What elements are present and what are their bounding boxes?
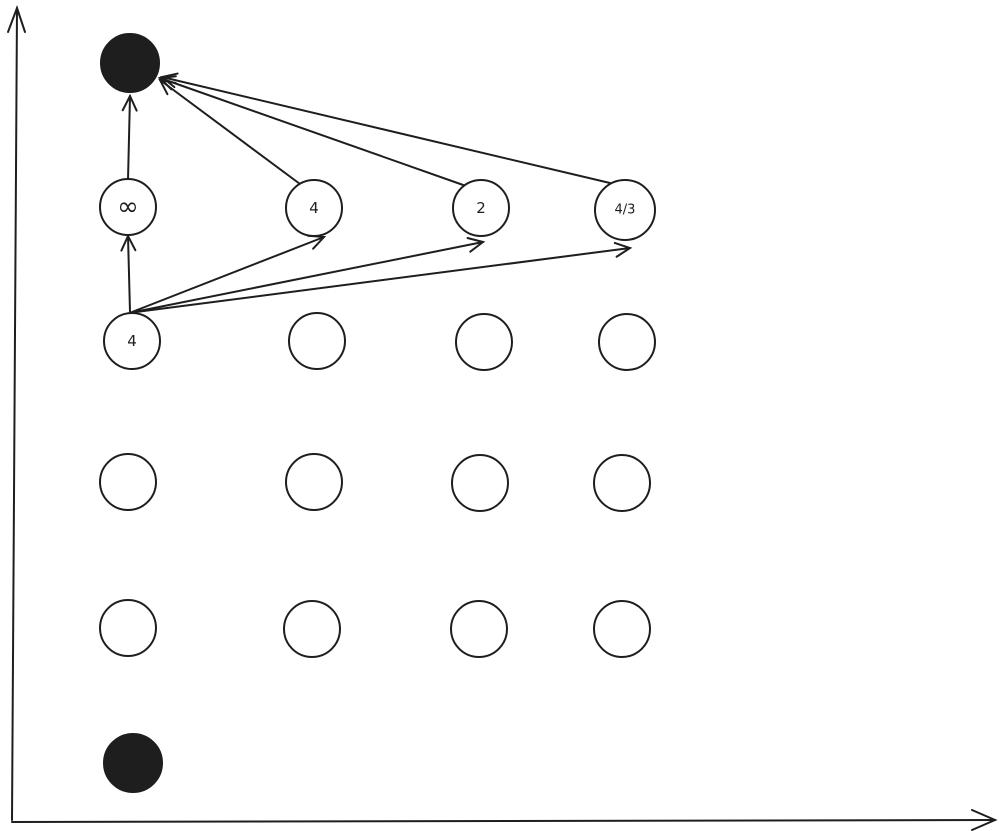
- node-circle: [103, 312, 161, 370]
- node-circle: [598, 313, 656, 371]
- edge-line: [133, 241, 484, 313]
- node-circle: [455, 313, 513, 371]
- node-r2-c0: [99, 453, 157, 511]
- node-r1-c2: [455, 313, 513, 371]
- edge-row0-col3-to-top: [159, 72, 611, 184]
- node-r0-c2: 2: [452, 179, 510, 237]
- node-circle: [451, 454, 509, 512]
- node-r0-c0: ∞: [99, 178, 157, 236]
- node-r3-c3: [593, 600, 651, 658]
- edge-row1-col0-to-row0-col3: [135, 241, 633, 313]
- node-r1-c3: [598, 313, 656, 371]
- edge-row0-col0-to-top: [121, 93, 138, 181]
- arrowhead-icon: [466, 237, 486, 253]
- node-r2-c3: [593, 454, 651, 512]
- arrowhead-icon: [121, 93, 138, 112]
- node-circle: [452, 179, 510, 237]
- bottom-filled-node: [103, 733, 163, 793]
- top-filled-node: [100, 33, 160, 93]
- edge-line: [127, 235, 131, 313]
- x-axis: [11, 819, 996, 823]
- arrowhead-icon: [613, 241, 633, 258]
- edge-row1-col0-to-row0-col0: [120, 233, 137, 313]
- node-circle: [593, 600, 651, 658]
- y-axis-arrowhead: [7, 5, 26, 33]
- edge-line: [159, 77, 467, 187]
- node-circle: [99, 453, 157, 511]
- node-r0-c3: 4/3: [594, 179, 656, 241]
- edge-line: [131, 236, 325, 313]
- y-axis: [11, 7, 18, 821]
- node-label: 4: [127, 332, 137, 350]
- node-r3-c2: [450, 600, 508, 658]
- arrowhead-icon: [159, 72, 179, 89]
- node-circle: [99, 178, 157, 236]
- node-circle: [594, 179, 656, 241]
- edge-line: [161, 76, 611, 184]
- edge-line: [159, 79, 301, 185]
- node-circle: [283, 600, 341, 658]
- node-r2-c1: [285, 453, 343, 511]
- node-r1-c0: 4: [103, 312, 161, 370]
- node-circle: [593, 454, 651, 512]
- node-circle: [285, 453, 343, 511]
- nodes: ∞ 4 2 4/3 4: [99, 33, 656, 793]
- node-r0-c1: 4: [285, 179, 343, 237]
- edge-line: [127, 95, 131, 181]
- node-label: 2: [476, 199, 486, 217]
- node-label: 4: [309, 199, 319, 217]
- node-circle: [99, 599, 157, 657]
- node-circle: [285, 179, 343, 237]
- axes: [7, 5, 998, 831]
- node-r1-c1: [288, 312, 346, 370]
- arrowhead-icon: [157, 75, 177, 91]
- node-circle: [450, 600, 508, 658]
- edge-row1-col0-to-row0-col2: [133, 237, 486, 313]
- edge-row0-col1-to-top: [158, 78, 301, 185]
- node-r3-c0: [99, 599, 157, 657]
- edge-row0-col2-to-top: [157, 75, 467, 187]
- node-r2-c2: [451, 454, 509, 512]
- node-circle: [288, 312, 346, 370]
- node-label: ∞: [117, 192, 139, 222]
- edge-line: [135, 247, 631, 313]
- node-label: 4/3: [615, 203, 636, 218]
- edges: [120, 72, 633, 313]
- x-axis-arrowhead: [971, 809, 998, 831]
- node-r3-c1: [283, 600, 341, 658]
